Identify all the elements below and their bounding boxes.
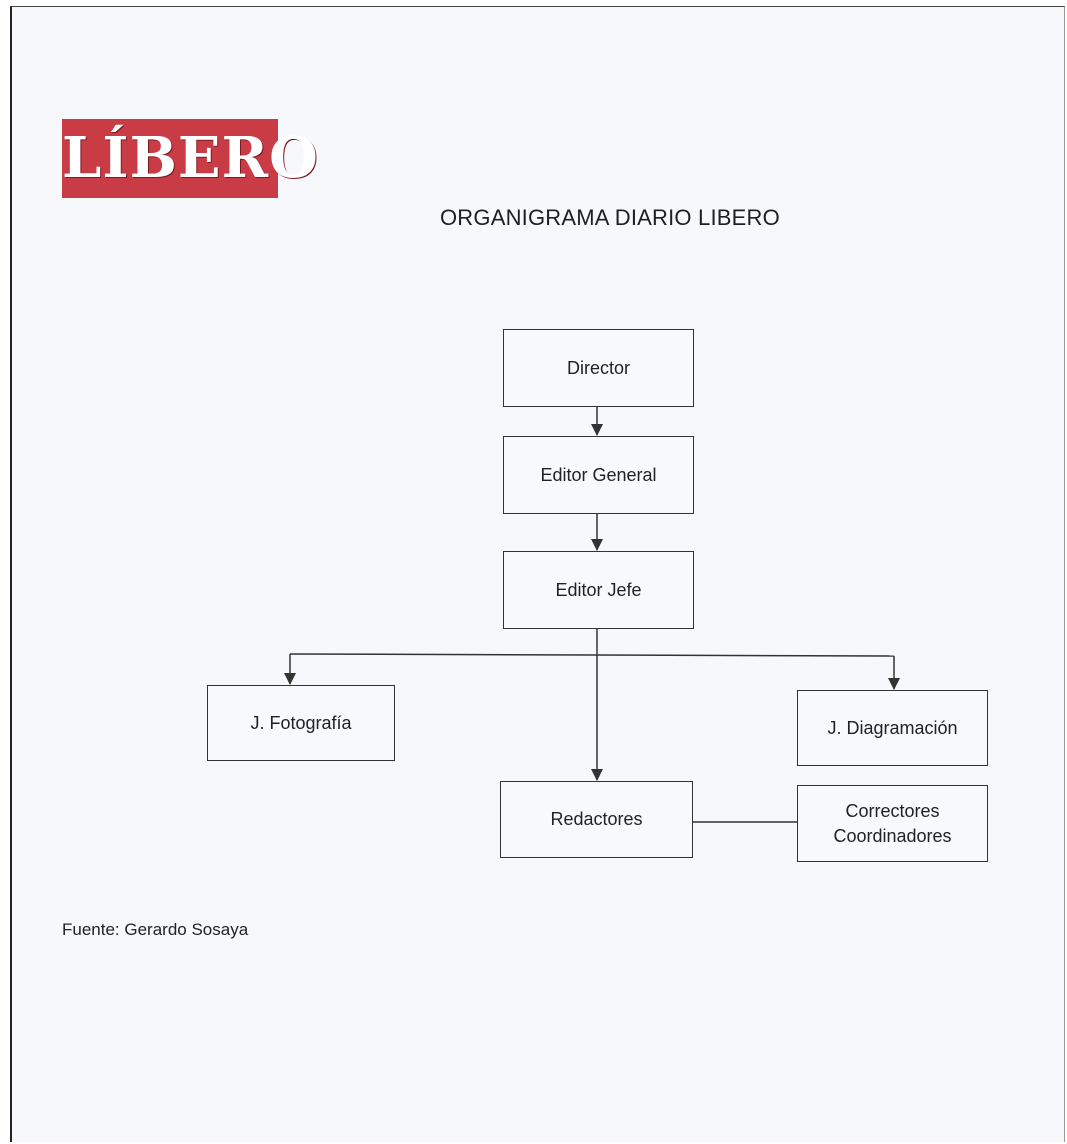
node-editor-general: Editor General xyxy=(503,436,694,514)
node-diagramacion-label: J. Diagramación xyxy=(827,717,958,738)
logo-text: LÍBERO xyxy=(62,125,319,191)
node-editor-jefe-label: Editor Jefe xyxy=(555,579,642,600)
node-director: Director xyxy=(503,329,694,407)
node-diagramacion: J. Diagramación xyxy=(797,690,988,766)
node-coordinadores-label: Coordinadores xyxy=(833,825,952,846)
line-horizontal-branch xyxy=(289,653,895,657)
node-fotografia: J. Fotografía xyxy=(207,685,395,761)
diagram-title: ORGANIGRAMA DIARIO LIBERO xyxy=(440,205,780,230)
node-editor-general-label: Editor General xyxy=(540,464,657,485)
source-caption: Fuente: Gerardo Sosaya xyxy=(62,920,249,939)
node-correctores-coordinadores: Correctores Coordinadores xyxy=(797,785,988,862)
libero-logo: LÍBERO xyxy=(62,119,319,198)
node-redactores-label: Redactores xyxy=(550,809,643,829)
node-redactores: Redactores xyxy=(500,781,693,858)
node-correctores-label: Correctores xyxy=(845,800,940,821)
node-director-label: Director xyxy=(566,357,630,378)
node-fotografia-label: J. Fotografía xyxy=(250,712,352,733)
node-editor-jefe: Editor Jefe xyxy=(503,551,694,629)
